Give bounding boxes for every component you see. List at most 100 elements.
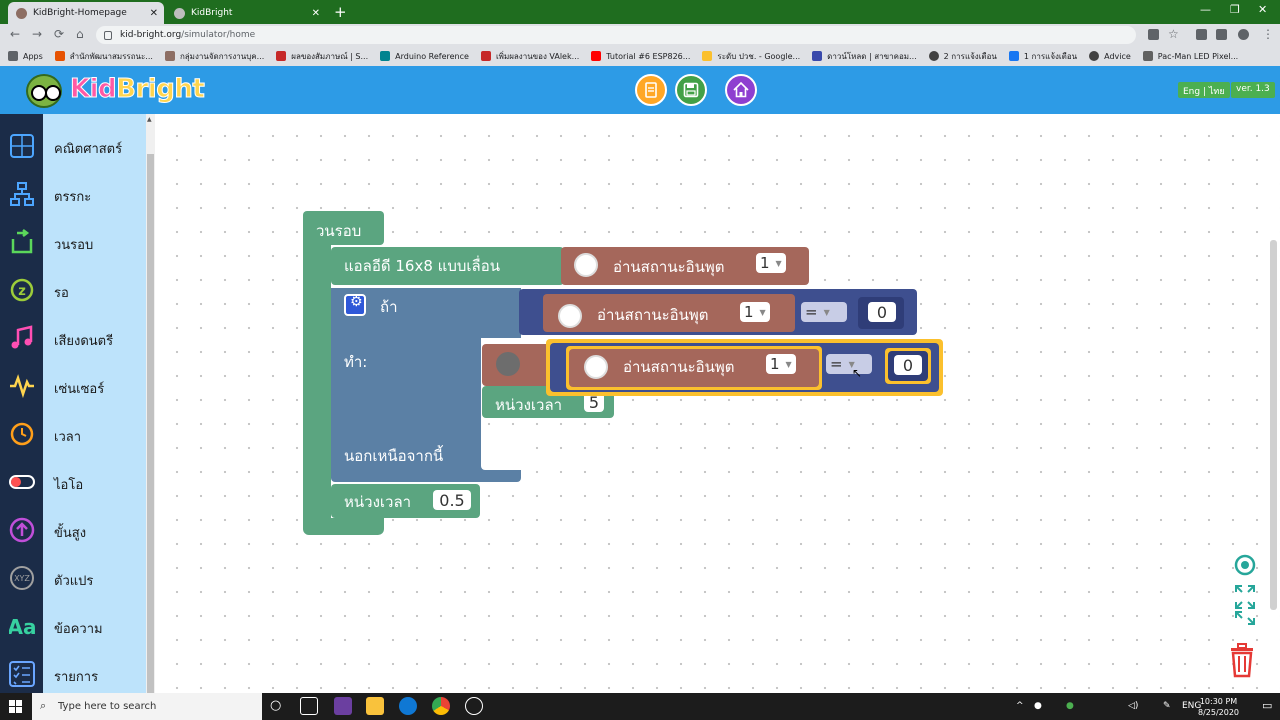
close-tab-icon[interactable]: ✕ [149, 7, 158, 19]
scroll-up-arrow-icon[interactable]: ▲ [147, 116, 152, 123]
chrome-browser-icon[interactable] [432, 697, 450, 715]
toolbox-category-6[interactable]: เวลา [0, 412, 148, 460]
bookmark-item[interactable]: กลุ่มงานจัดการงานบุค... [164, 50, 264, 63]
workspace-scrollbar[interactable] [1270, 240, 1277, 610]
app-icon[interactable] [334, 697, 352, 715]
url-bar[interactable]: kid-bright.org /simulator/home [96, 26, 1136, 44]
input-number-dropdown[interactable]: 1▼ [756, 253, 786, 273]
toolbox-category-0[interactable]: คณิตศาสตร์ [0, 124, 148, 172]
taskbar-search-placeholder: Type here to search [58, 701, 157, 712]
tray-chevron-icon[interactable]: ^ [1016, 701, 1024, 711]
toolbox-category-11[interactable]: รายการ [0, 652, 148, 700]
tab-kidbright-homepage[interactable]: KidBright-Homepage ✕ [8, 2, 164, 24]
toolbox-scroll-thumb[interactable] [147, 154, 154, 693]
bookmark-favicon-icon [164, 51, 175, 61]
close-window-icon[interactable]: ✕ [1258, 3, 1268, 16]
bookmark-item[interactable]: Advice [1089, 51, 1131, 61]
bookmark-item[interactable]: Tutorial #6 ESP826... [591, 51, 690, 61]
language-toggle-button[interactable]: Eng | ไทย [1178, 82, 1230, 98]
trash-can-icon[interactable] [1228, 642, 1256, 678]
toolbox-scrollbar[interactable]: ▲ [146, 114, 155, 693]
facebook-icon [1008, 51, 1019, 61]
tab-kidbright[interactable]: KidBright ✕ [166, 2, 326, 24]
toolbox-category-2[interactable]: วนรอบ [0, 220, 148, 268]
cast-icon[interactable] [1148, 29, 1159, 40]
close-tab-icon[interactable]: ✕ [311, 7, 320, 19]
edge-browser-icon[interactable] [399, 697, 417, 715]
compare-operator-dropdown[interactable]: =▼ [801, 302, 847, 322]
menu-kebab-icon[interactable]: ⋮ [1262, 27, 1274, 41]
tray-language[interactable]: ENG [1182, 701, 1202, 711]
notification-icon[interactable]: ▭ [1262, 699, 1273, 712]
compare-value-field[interactable]: 0 [868, 302, 896, 322]
if-else-block-body[interactable] [331, 336, 481, 440]
bookmark-item[interactable]: สำนักพัฒนาสมรรถนะ... [54, 50, 153, 63]
loop-block[interactable] [303, 211, 384, 245]
taskbar-search-box[interactable]: ⌕ Type here to search [32, 693, 262, 720]
restore-window-icon[interactable]: ❐ [1230, 3, 1240, 16]
bookmark-item[interactable]: 2 การแจ้งเตือน [928, 50, 997, 63]
minimize-window-icon[interactable]: — [1200, 3, 1211, 16]
toolbox-category-7[interactable]: ไอโอ [0, 460, 148, 508]
loop-block-bottom[interactable] [303, 518, 384, 535]
windows-start-icon[interactable] [9, 700, 22, 713]
taskbar-clock[interactable]: 10:30 PM 8/25/2020 [1198, 696, 1239, 718]
app-circle-icon[interactable] [465, 697, 483, 715]
bookmark-item[interactable]: Pac-Man LED Pixel... [1142, 51, 1238, 61]
browser-titlebar: KidBright-Homepage ✕ KidBright ✕ + — ❐ ✕ [0, 0, 1280, 24]
bookmark-item[interactable]: เพิ่มผลงานของ VAlek... [480, 50, 579, 63]
bookmark-item[interactable]: Arduino Reference [380, 51, 469, 61]
globe-icon [1089, 51, 1100, 61]
calculator-icon [8, 132, 36, 160]
mouse-cursor-icon: ↖ [852, 366, 863, 380]
extension-icon[interactable] [1196, 29, 1207, 40]
reload-icon[interactable]: ⟳ [54, 27, 65, 41]
version-badge: ver. 1.3 [1231, 82, 1275, 98]
profile-avatar-icon[interactable] [1238, 29, 1249, 40]
dropdown-arrow-icon: ▼ [759, 307, 766, 317]
bookmark-apps[interactable]: Apps [8, 51, 43, 61]
bookmark-item[interactable]: ดาวน์โหลด | สาขาคอม... [812, 50, 917, 63]
input-number-dropdown[interactable]: 1▼ [740, 302, 770, 322]
compare-operator-dropdown[interactable]: =▼ [826, 354, 872, 374]
tab-title: KidBright-Homepage [33, 8, 127, 18]
toolbox-category-4[interactable]: เสียงดนตรี [0, 316, 148, 364]
compare-value-field[interactable]: 0 [894, 355, 922, 375]
home-button[interactable] [725, 74, 757, 106]
puzzle-icon[interactable] [1216, 29, 1227, 40]
recenter-icon[interactable] [1234, 554, 1256, 576]
forward-arrow-icon[interactable]: → [32, 27, 43, 41]
windows-taskbar: ⌕ Type here to search ○ ^ ● ● ◁) ✎ ENG 1… [0, 693, 1280, 720]
toolbox-category-1[interactable]: ตรรกะ [0, 172, 148, 220]
gear-mutator-icon[interactable] [344, 294, 366, 316]
open-file-button[interactable] [635, 74, 667, 106]
loop-block-arm[interactable] [303, 240, 331, 530]
outer-delay-value-field[interactable]: 0.5 [433, 490, 471, 510]
cortana-circle-icon[interactable]: ○ [270, 698, 282, 713]
new-tab-plus-icon[interactable]: + [334, 3, 347, 21]
speaker-volume-icon[interactable]: ◁) [1128, 701, 1139, 711]
bookmark-star-icon[interactable]: ☆ [1168, 27, 1179, 41]
dropdown-arrow-icon: ▼ [775, 258, 782, 268]
file-explorer-icon[interactable] [366, 697, 384, 715]
back-arrow-icon[interactable]: ← [10, 27, 21, 41]
bookmark-item[interactable]: ผลของสัมภาษณ์ | S... [276, 50, 368, 63]
inner-delay-value-field[interactable]: 5 [584, 392, 604, 412]
toolbox-category-8[interactable]: ขั้นสูง [0, 508, 148, 556]
bookmark-item[interactable]: 1 การแจ้งเตือน [1008, 50, 1077, 63]
toggle-io-icon [8, 468, 36, 496]
task-view-icon[interactable] [300, 697, 318, 715]
google-drive-icon [702, 51, 713, 61]
clock-date: 8/25/2020 [1198, 708, 1240, 717]
input-number-dropdown[interactable]: 1▼ [766, 354, 796, 374]
toolbox-category-5[interactable]: เซ่นเซอร์ [0, 364, 148, 412]
bookmark-item[interactable]: ระดับ ปวช. - Google... [702, 50, 800, 63]
save-button[interactable] [675, 74, 707, 106]
zoom-fit-icon[interactable] [1234, 584, 1256, 626]
led-scroll-block[interactable] [331, 247, 564, 285]
bookmark-favicon-icon [54, 51, 65, 61]
home-icon[interactable]: ⌂ [76, 27, 84, 41]
